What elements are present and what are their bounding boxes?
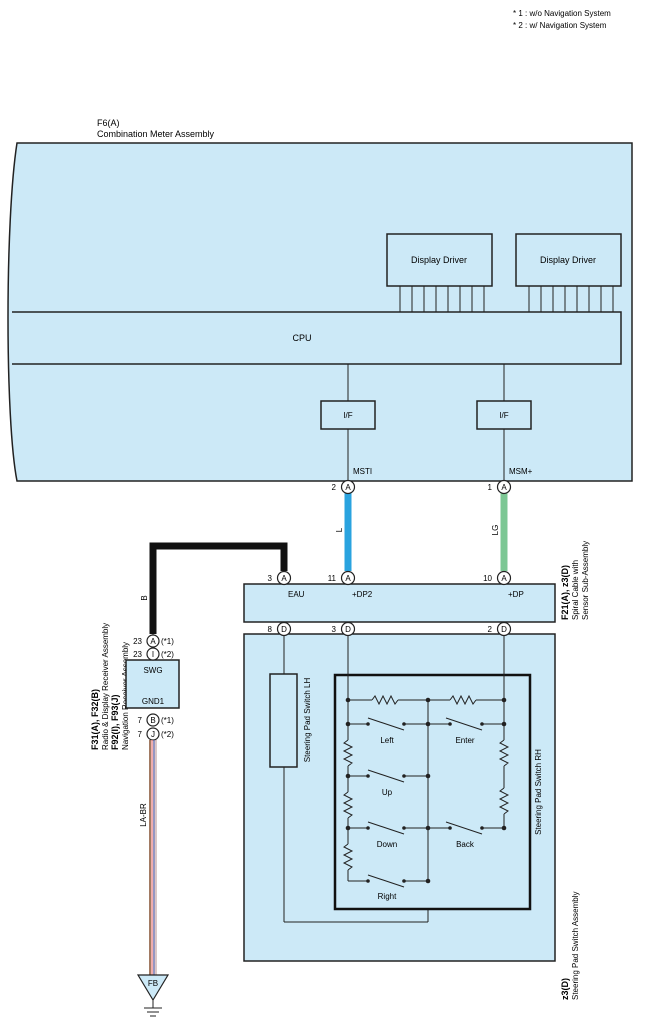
if-1-label: I/F	[343, 411, 352, 420]
bus-lines-2	[528, 286, 614, 312]
svg-text:A: A	[150, 637, 156, 646]
spiral-cable-label: F21(A), z3(D) Spiral Cable with Sensor S…	[560, 541, 590, 620]
svg-text:Spiral Cable with: Spiral Cable with	[571, 560, 580, 620]
svg-text:A: A	[501, 574, 507, 583]
svg-text:3: 3	[332, 625, 337, 634]
switch-lh-box	[269, 673, 298, 768]
svg-text:B: B	[150, 716, 155, 725]
note-1: * 1 : w/o Navigation System	[513, 9, 611, 18]
display-driver-2	[515, 233, 622, 287]
junction-dots	[345, 697, 507, 884]
switch-rh-circuit	[342, 636, 510, 888]
svg-text:23: 23	[133, 650, 142, 659]
spiral-pin-3d	[340, 621, 356, 637]
radio-pin-7j	[146, 727, 160, 741]
svg-text:3: 3	[268, 574, 273, 583]
sig-msti: MSTI	[353, 467, 372, 476]
if-2-label: I/F	[499, 411, 508, 420]
svg-text:(*1): (*1)	[161, 637, 174, 646]
spiral-cable-box	[243, 583, 556, 623]
wire-lg-label: LG	[491, 525, 500, 536]
switch-rh-label: Steering Pad Switch RH	[534, 749, 543, 835]
ground-label: FB	[148, 979, 158, 988]
spiral-pin-11a	[340, 570, 356, 586]
svg-text:(*2): (*2)	[161, 730, 174, 739]
ground-icon	[144, 1000, 162, 1017]
svg-text:10: 10	[483, 574, 492, 583]
svg-text:Radio & Display Receiver Assem: Radio & Display Receiver Assembly	[101, 623, 110, 750]
cpu-box	[12, 311, 622, 365]
svg-text:z3(D): z3(D)	[560, 978, 570, 1000]
svg-text:D: D	[281, 625, 287, 634]
svg-text:D: D	[345, 625, 351, 634]
radio-pin-7b	[146, 713, 160, 727]
radio-pin-23i	[146, 647, 160, 661]
switch-enter-label: Enter	[455, 736, 474, 745]
bus-lines-1	[399, 286, 485, 312]
svg-text:F92(I), F93(J): F92(I), F93(J)	[110, 694, 120, 750]
display-driver-2-label: Display Driver	[540, 255, 596, 265]
svg-text:7: 7	[138, 730, 143, 739]
svg-text:(*2): (*2)	[161, 650, 174, 659]
svg-text:8: 8	[268, 625, 273, 634]
ground-triangle	[136, 974, 170, 1002]
assembly-label: z3(D) Steering Pad Switch Assembly	[560, 892, 580, 1001]
svg-text:11: 11	[328, 574, 337, 583]
meter-pin-2-num: 2	[332, 483, 337, 492]
note-2: * 2 : w/ Navigation System	[513, 21, 607, 30]
wire-b-black	[149, 542, 288, 634]
spiral-pin-3a	[276, 570, 292, 586]
meter-pin-1	[496, 479, 512, 495]
switch-lh-label: Steering Pad Switch LH	[303, 678, 312, 763]
sig-eau: EAU	[288, 590, 305, 599]
svg-text:A: A	[345, 483, 351, 492]
meter-pin-1-num: 1	[488, 483, 493, 492]
svg-text:I: I	[152, 650, 154, 659]
meter-code: F6(A)	[97, 118, 120, 128]
svg-text:A: A	[345, 574, 351, 583]
cpu-label: CPU	[292, 333, 311, 343]
svg-text:A: A	[501, 483, 507, 492]
meter-name: Combination Meter Assembly	[97, 129, 215, 139]
switch-up-label: Up	[382, 788, 393, 797]
svg-text:23: 23	[133, 637, 142, 646]
switch-left-label: Left	[380, 736, 394, 745]
spiral-pin-10a	[496, 570, 512, 586]
svg-text:A: A	[281, 574, 287, 583]
switch-rh-box	[333, 673, 532, 911]
radio-pin-23a	[146, 634, 160, 648]
display-driver-1	[386, 233, 493, 287]
svg-text:D: D	[501, 625, 507, 634]
spiral-pin-2d	[496, 621, 512, 637]
wire-l-label: L	[335, 527, 344, 532]
sig-dp2: +DP2	[352, 590, 373, 599]
meter-pin-2	[340, 479, 356, 495]
switch-down-label: Down	[377, 840, 397, 849]
svg-text:Sensor Sub-Assembly: Sensor Sub-Assembly	[581, 541, 590, 620]
sig-msm: MSM+	[509, 467, 533, 476]
gnd1-label: GND1	[142, 697, 165, 706]
wire-la-br	[149, 740, 157, 975]
svg-text:J: J	[151, 730, 155, 739]
swg-label: SWG	[143, 666, 162, 675]
radio-receiver-box	[125, 659, 180, 709]
sig-dp: +DP	[508, 590, 524, 599]
switch-back-label: Back	[456, 840, 475, 849]
svg-text:F21(A), z3(D): F21(A), z3(D)	[560, 565, 570, 620]
svg-text:7: 7	[138, 716, 143, 725]
svg-text:F31(A), F32(B): F31(A), F32(B)	[90, 689, 100, 750]
svg-text:Steering Pad Switch Assembly: Steering Pad Switch Assembly	[571, 892, 580, 1001]
wire-labr-label: LA-BR	[139, 803, 148, 827]
display-driver-1-label: Display Driver	[411, 255, 467, 265]
switch-right-label: Right	[378, 892, 397, 901]
wire-b-label: B	[140, 595, 149, 600]
svg-text:(*1): (*1)	[161, 716, 174, 725]
radio-receiver-label: F31(A), F32(B) Radio & Display Receiver …	[90, 623, 130, 750]
spiral-pin-8d	[276, 621, 292, 637]
svg-text:2: 2	[488, 625, 493, 634]
